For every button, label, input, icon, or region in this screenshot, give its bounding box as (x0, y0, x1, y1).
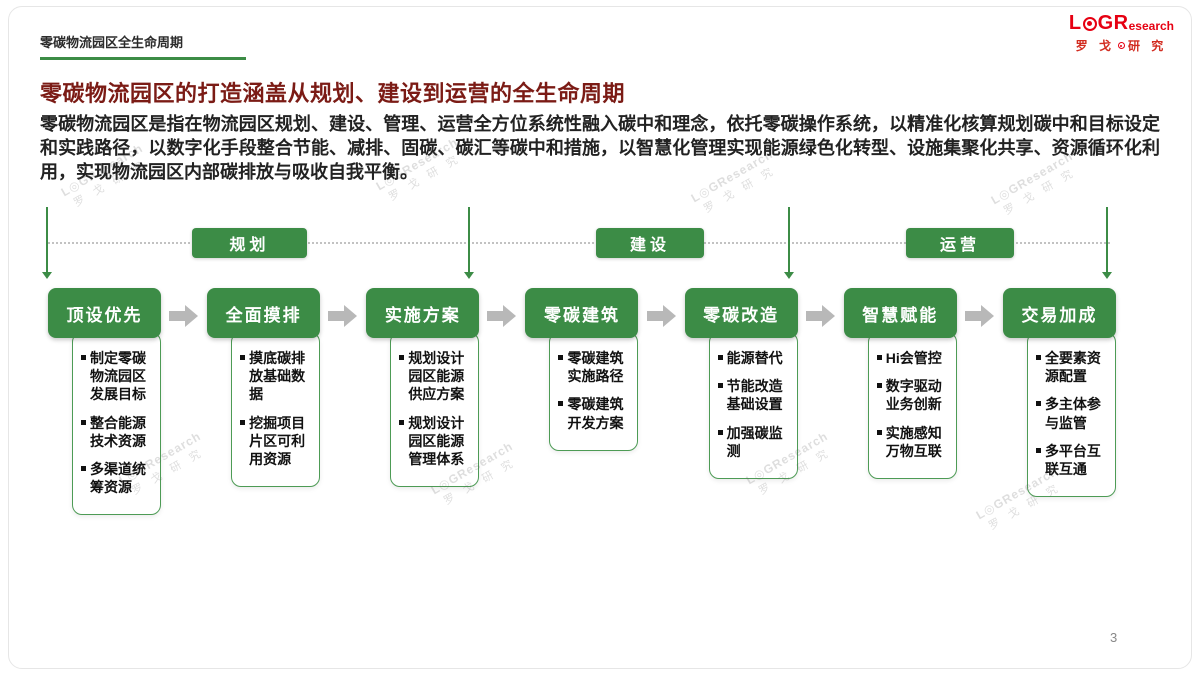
list-item: 挖掘项目片区可利用资源 (240, 414, 311, 469)
eyebrow-underline (40, 57, 246, 60)
list-item: 多渠道统筹资源 (81, 460, 152, 496)
bullet-icon (876, 383, 882, 389)
column-header: 实施方案 (366, 288, 480, 338)
down-arrow-icon (1102, 207, 1112, 279)
process-column-5: 零碳改造 能源替代 节能改造基础设置 加强碳监测 (684, 288, 798, 479)
logo-chinese: 罗 戈 研 究 (1069, 37, 1174, 54)
process-column-3: 实施方案 规划设计园区能源供应方案 规划设计园区能源管理体系 (366, 288, 480, 488)
bullet-icon (1035, 401, 1041, 407)
process-column-7: 交易加成 全要素资源配置 多主体参与监管 多平台互联互通 (1002, 288, 1116, 498)
column-card: 能源替代 节能改造基础设置 加强碳监测 (708, 332, 798, 479)
process-column-6: 智慧赋能 Hi会管控 数字驱动业务创新 实施感知万物互联 (843, 288, 957, 479)
bullet-icon (1035, 447, 1041, 453)
down-arrow-icon (464, 207, 474, 279)
column-card: 规划设计园区能源供应方案 规划设计园区能源管理体系 (390, 332, 480, 488)
bullet-icon (240, 355, 246, 360)
bullet-icon (558, 355, 564, 360)
logo-text: esearch (1128, 19, 1174, 33)
column-header: 全面摸排 (207, 288, 321, 338)
eyebrow: 零碳物流园区全生命周期 (40, 32, 246, 60)
process-column-2: 全面摸排 摸底碳排放基础数据 挖掘项目片区可利用资源 (207, 288, 321, 488)
list-item: 零碳建筑实施路径 (558, 349, 629, 385)
bullet-icon (876, 429, 882, 435)
list-item: 多平台互联互通 (1035, 442, 1107, 478)
bullet-icon (1035, 355, 1041, 360)
bullet-icon (717, 355, 723, 360)
list-item: 加强碳监测 (717, 424, 789, 460)
column-card: 全要素资源配置 多主体参与监管 多平台互联互通 (1026, 332, 1116, 498)
timeline-dotted-line (48, 242, 1110, 244)
list-item: 全要素资源配置 (1035, 349, 1107, 385)
intro-paragraph: 零碳物流园区是指在物流园区规划、建设、管理、运营全方位系统性融入碳中和理念，依托… (40, 114, 1160, 182)
column-header: 顶设优先 (48, 288, 161, 338)
flow-arrow-icon (964, 305, 995, 327)
list-item: 整合能源技术资源 (81, 414, 152, 450)
logo-text: GR (1097, 12, 1129, 34)
down-arrow-icon (784, 207, 794, 279)
column-card: Hi会管控 数字驱动业务创新 实施感知万物互联 (867, 332, 957, 479)
list-item: 零碳建筑开发方案 (558, 395, 629, 431)
list-item: 规划设计园区能源管理体系 (399, 414, 470, 469)
logo: L GR esearch 罗 戈 研 究 (1069, 12, 1174, 54)
bullet-icon (876, 355, 882, 360)
flow-arrow-icon (646, 305, 677, 327)
list-item: 规划设计园区能源供应方案 (399, 349, 470, 404)
process-row: 顶设优先 制定零碳物流园区发展目标 整合能源技术资源 多渠道统筹资源 全面摸排 … (48, 288, 1116, 516)
bullet-icon (240, 419, 246, 425)
timeline-phase-operation: 运营 (906, 228, 1014, 258)
logo-cn-left: 罗 戈 (1075, 39, 1115, 53)
column-card: 摸底碳排放基础数据 挖掘项目片区可利用资源 (231, 332, 321, 488)
list-item: 多主体参与监管 (1035, 395, 1107, 431)
flow-arrow-icon (487, 305, 517, 327)
column-header: 零碳改造 (684, 288, 798, 338)
down-arrow-icon (42, 207, 52, 279)
bullet-icon (81, 465, 86, 471)
column-card: 零碳建筑实施路径 零碳建筑开发方案 (549, 332, 639, 451)
bullet-icon (717, 429, 723, 435)
column-header: 交易加成 (1002, 288, 1116, 338)
eyebrow-text: 零碳物流园区全生命周期 (40, 35, 184, 50)
column-header: 零碳建筑 (525, 288, 639, 338)
timeline-phase-planning: 规划 (192, 228, 307, 258)
bullet-icon (717, 383, 723, 389)
bullet-icon (399, 355, 405, 360)
column-header: 智慧赋能 (843, 288, 957, 338)
list-item: Hi会管控 (876, 349, 948, 367)
slide-frame (8, 6, 1192, 669)
list-item: 能源替代 (717, 349, 789, 367)
page-title: 零碳物流园区的打造涵盖从规划、建设到运营的全生命周期 (40, 81, 626, 106)
flow-arrow-icon (328, 305, 358, 327)
list-item: 数字驱动业务创新 (876, 377, 948, 413)
bullet-icon (399, 419, 405, 425)
list-item: 制定零碳物流园区发展目标 (81, 349, 152, 404)
timeline-phase-construction: 建设 (596, 228, 704, 258)
list-item: 节能改造基础设置 (717, 377, 789, 413)
list-item: 摸底碳排放基础数据 (240, 349, 311, 404)
bullet-icon (81, 355, 86, 360)
flow-arrow-icon (805, 305, 836, 327)
bullet-icon (81, 419, 86, 425)
logo-text: L (1068, 12, 1082, 34)
logo-wordmark: L GR esearch (1069, 12, 1174, 35)
page-number: 3 (1110, 630, 1118, 645)
logo-cn-right: 研 究 (1127, 39, 1168, 53)
flow-arrow-icon (169, 305, 199, 327)
bullet-icon (558, 401, 564, 407)
process-column-4: 零碳建筑 零碳建筑实施路径 零碳建筑开发方案 (525, 288, 639, 451)
process-column-1: 顶设优先 制定零碳物流园区发展目标 整合能源技术资源 多渠道统筹资源 (48, 288, 161, 516)
column-card: 制定零碳物流园区发展目标 整合能源技术资源 多渠道统筹资源 (72, 332, 161, 516)
list-item: 实施感知万物互联 (876, 424, 948, 460)
target-icon (1117, 42, 1125, 49)
target-icon (1082, 16, 1097, 31)
